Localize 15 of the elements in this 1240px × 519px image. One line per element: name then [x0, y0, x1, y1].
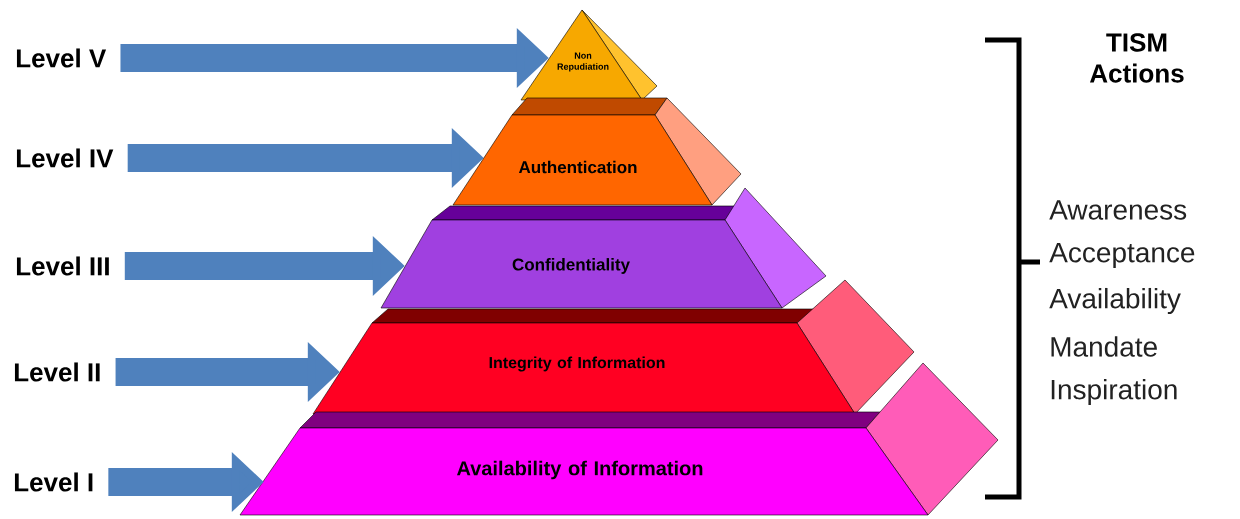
level-label: Level III [16, 256, 109, 276]
pyramid-tier: Integrity of Information [312, 279, 915, 415]
level-label: Level II [14, 362, 100, 382]
heading: TISM Actions [1089, 33, 1184, 83]
level-label: Level V [16, 48, 107, 68]
action-label: Acceptance [1049, 242, 1195, 268]
level-label: Level I [14, 472, 93, 492]
pyramid-tip: Non Repudiation [520, 9, 658, 101]
pyramid-tier: Authentication [452, 97, 742, 206]
action-label: Awareness [1049, 200, 1187, 220]
level-label: Level IV [16, 148, 114, 168]
action-label: Mandate [1051, 336, 1157, 357]
action-label: Availability [1049, 287, 1181, 315]
action-label: Inspiration [1051, 378, 1177, 406]
pyramid-tier: Confidentiality [380, 187, 827, 309]
